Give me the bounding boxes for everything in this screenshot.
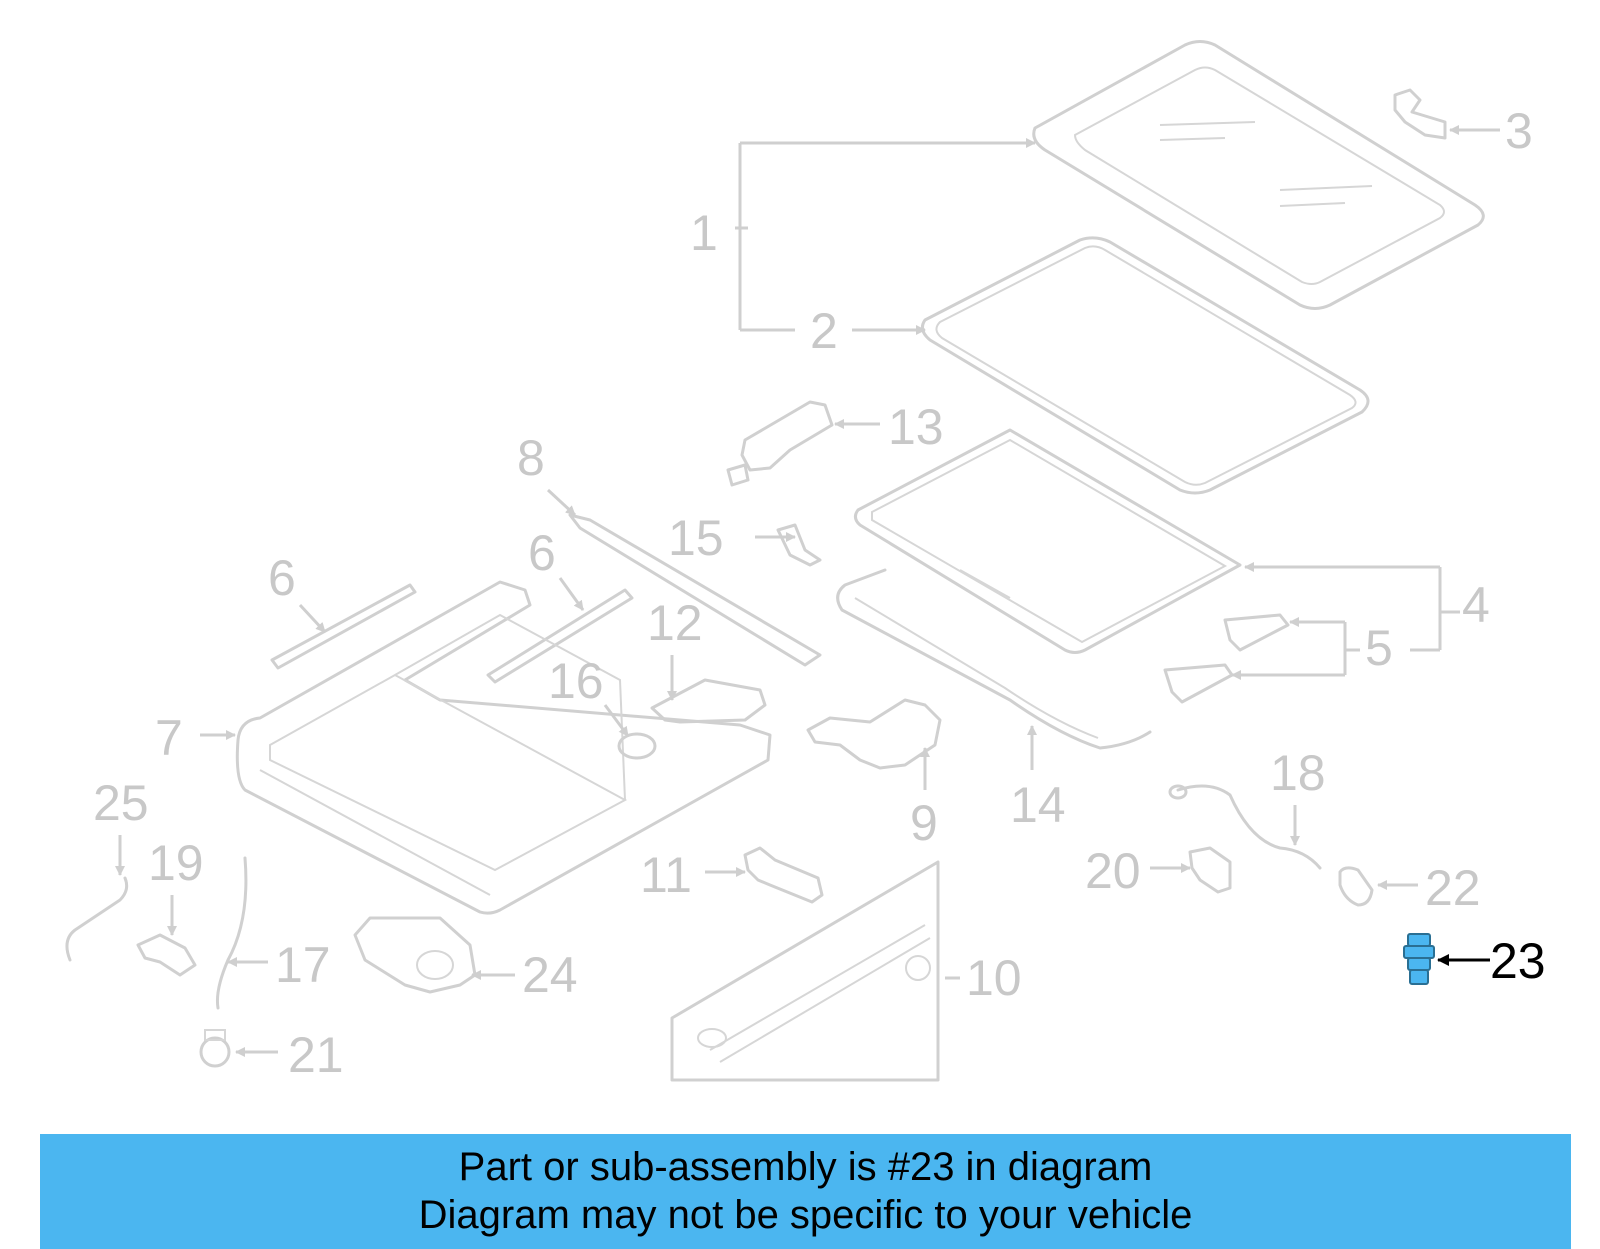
motor-part-24 <box>353 916 477 994</box>
callout-11: 11 <box>640 847 692 903</box>
hose-part-17 <box>216 856 248 1010</box>
clip-parts-5 <box>1163 613 1290 704</box>
callout-13: 13 <box>888 399 944 455</box>
info-banner: Part or sub-assembly is #23 in diagram D… <box>40 1134 1571 1249</box>
callout-10: 10 <box>966 950 1022 1006</box>
clip-part-20 <box>1188 846 1232 894</box>
clip-part-15 <box>776 523 822 567</box>
callout-15: 15 <box>668 510 724 566</box>
cap-part-16 <box>617 732 657 760</box>
callout-23-highlighted: 23 <box>1490 933 1546 989</box>
callout-18: 18 <box>1270 745 1326 801</box>
bracket-part-9 <box>806 698 942 770</box>
rod-part-8 <box>568 513 822 667</box>
callout-5: 5 <box>1365 620 1393 676</box>
kit-part-10 <box>670 860 940 1082</box>
callout-9: 9 <box>910 795 938 851</box>
callout-25: 25 <box>93 775 149 831</box>
callout-21: 21 <box>288 1027 344 1083</box>
bracket-part-19 <box>136 933 197 977</box>
frame-part-7 <box>235 580 772 915</box>
callout-6a: 6 <box>268 550 296 606</box>
callout-12: 12 <box>647 595 703 651</box>
callout-14: 14 <box>1010 777 1066 833</box>
callout-1: 1 <box>690 205 718 261</box>
sunshade-part <box>853 428 1242 654</box>
glass-panel-part <box>1032 40 1485 310</box>
callout-4: 4 <box>1462 577 1490 633</box>
callout-3: 3 <box>1505 103 1533 159</box>
banner-line-disclaimer: Diagram may not be specific to your vehi… <box>418 1193 1193 1237</box>
grommet-part-21 <box>199 1029 231 1068</box>
bracket-part-13 <box>726 400 834 487</box>
callout-7: 7 <box>155 710 183 766</box>
callout-6b: 6 <box>528 525 556 581</box>
drain-tube-part-18 <box>1168 784 1322 870</box>
callout-2: 2 <box>810 303 838 359</box>
grommet-part-22 <box>1338 866 1374 907</box>
strip-parts-6 <box>270 583 634 684</box>
highlighted-part-23 <box>1403 933 1435 985</box>
callout-22: 22 <box>1425 860 1481 916</box>
callout-8: 8 <box>517 430 545 486</box>
callout-17: 17 <box>275 937 331 993</box>
leader-lines <box>115 125 1500 1057</box>
hose-part-25 <box>65 876 129 962</box>
callout-labels: 1 2 3 4 5 6 6 7 8 9 10 11 12 13 14 15 16… <box>93 103 1546 1083</box>
callout-16: 16 <box>548 653 604 709</box>
callout-19: 19 <box>148 835 204 891</box>
callout-24: 24 <box>522 947 578 1003</box>
bolt-part-11 <box>743 846 824 904</box>
banner-line-part-number: Part or sub-assembly is #23 in diagram <box>458 1145 1153 1189</box>
callout-20: 20 <box>1085 843 1141 899</box>
bracket-part-12 <box>650 678 767 724</box>
bolt-part-3 <box>1393 88 1447 140</box>
rail-part-14 <box>836 568 1152 750</box>
seal-part <box>920 236 1370 495</box>
